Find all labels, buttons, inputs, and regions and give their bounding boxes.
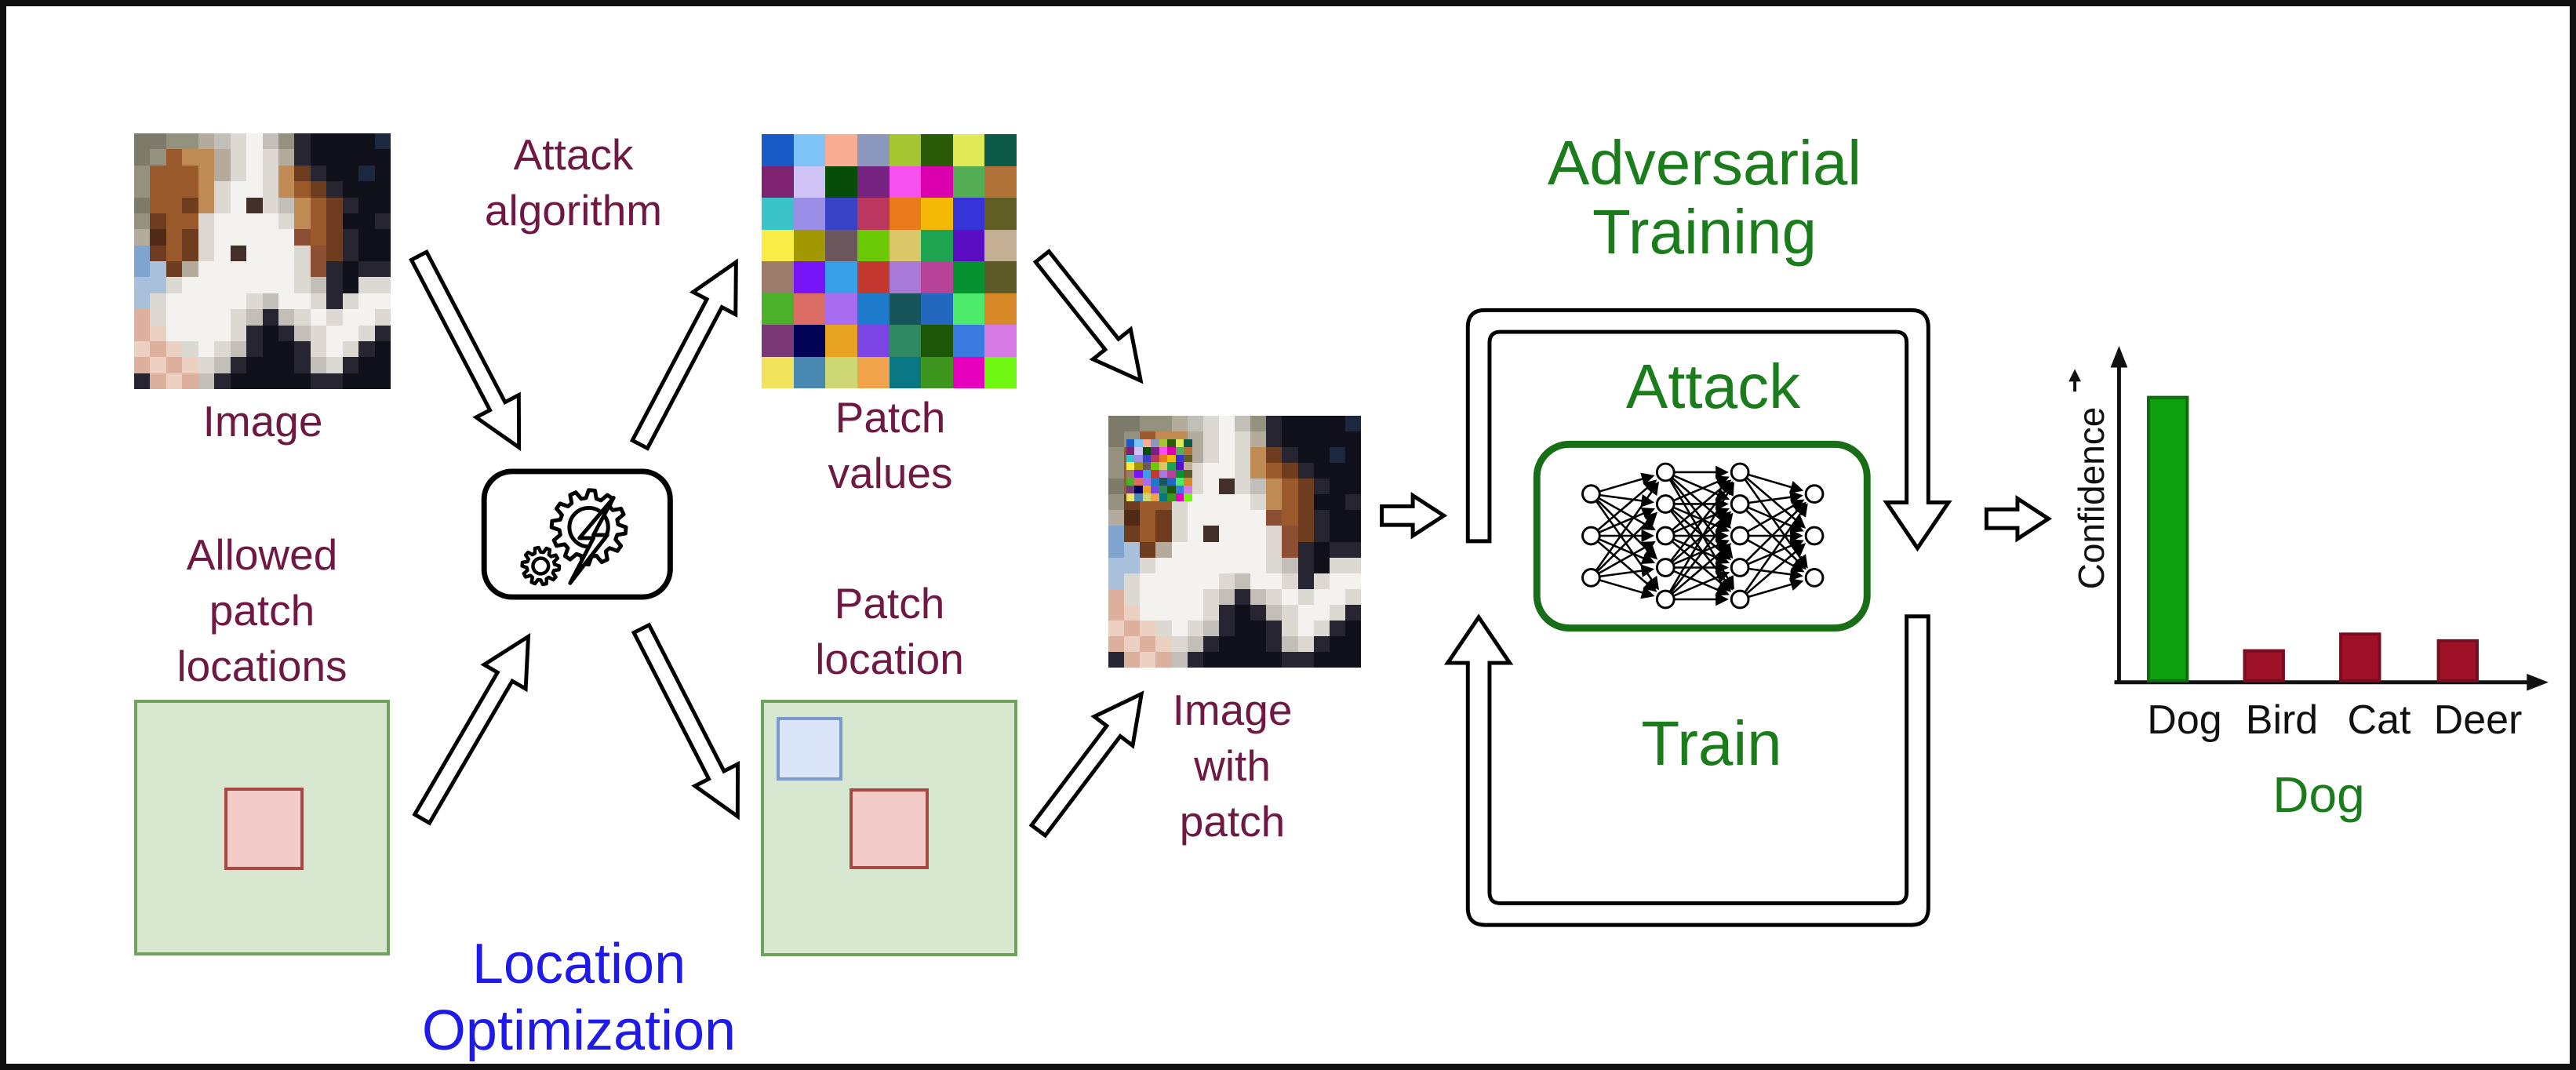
dog-image-with-patch bbox=[1108, 416, 1361, 668]
bar-dog bbox=[2147, 395, 2189, 682]
allowed-patch-locations-label: Allowed patch locations bbox=[176, 530, 347, 690]
confidence-axis-label: Confidence bbox=[2071, 406, 2112, 590]
image-label-text: Image bbox=[202, 397, 323, 446]
train-loop-arrow bbox=[1443, 613, 1930, 927]
nn-edge bbox=[1597, 540, 1657, 592]
adversarial-training-label: Adversarial Training bbox=[1547, 128, 1862, 267]
nn-edge bbox=[1746, 543, 1806, 595]
nn-edge bbox=[1670, 481, 1734, 561]
patch-location-label: Patch location bbox=[815, 579, 964, 683]
adversarial-patch-overlay bbox=[1126, 439, 1192, 501]
nn-edge bbox=[1673, 506, 1730, 533]
nn-edge bbox=[1672, 543, 1732, 595]
nn-node bbox=[1655, 462, 1675, 482]
nn-node bbox=[1804, 484, 1825, 504]
nn-node bbox=[1730, 526, 1750, 546]
nn-node bbox=[1581, 568, 1601, 588]
allowed-red-patch-square bbox=[224, 788, 304, 870]
candidate-patch-blue-square bbox=[777, 717, 842, 781]
nn-edge bbox=[1599, 472, 1655, 493]
nn-node bbox=[1730, 558, 1750, 577]
nn-node bbox=[1655, 494, 1675, 514]
image-with-patch-label: Image with patch bbox=[1172, 686, 1293, 846]
input-dog-image bbox=[134, 133, 391, 389]
nn-node bbox=[1655, 558, 1675, 577]
bar-cat bbox=[2339, 632, 2381, 682]
nn-node bbox=[1655, 526, 1675, 546]
nn-edge bbox=[1746, 477, 1806, 529]
nn-node bbox=[1730, 494, 1750, 514]
patch-values-label: Patch values bbox=[828, 393, 953, 497]
nn-edge bbox=[1747, 539, 1805, 573]
lightning-bolt-icon bbox=[568, 496, 616, 585]
attack-loop-arrow bbox=[1465, 308, 1952, 552]
nn-edge bbox=[1599, 564, 1655, 578]
nn-node bbox=[1804, 526, 1825, 546]
nn-edge bbox=[1673, 538, 1730, 565]
nn-edge bbox=[1599, 538, 1656, 565]
attack-loop-label: Attack bbox=[1625, 351, 1801, 421]
nn-edge bbox=[1673, 475, 1730, 500]
nn-edge bbox=[1748, 567, 1803, 581]
bar-deer bbox=[2436, 639, 2479, 682]
arrow-image-to-attack-algorithm bbox=[409, 249, 522, 452]
train-loop-label: Train bbox=[1641, 708, 1782, 778]
nn-edge bbox=[1673, 570, 1730, 596]
nn-edge bbox=[1670, 512, 1734, 593]
arrow-patch-location-to-image bbox=[1028, 690, 1144, 839]
nn-edge bbox=[1599, 579, 1655, 599]
nn-edge bbox=[1599, 493, 1655, 508]
nn-edge bbox=[1748, 578, 1804, 598]
nn-edge bbox=[1596, 511, 1658, 572]
confidence-arrowhead bbox=[2068, 369, 2081, 382]
nn-edge bbox=[1669, 482, 1734, 592]
arrow-algorithm-to-patch-values bbox=[629, 258, 738, 451]
x-tick-label-cat: Cat bbox=[2347, 697, 2411, 743]
nn-edge bbox=[1745, 509, 1806, 570]
nn-node bbox=[1581, 526, 1601, 546]
nn-node bbox=[1730, 462, 1750, 482]
nn-edge bbox=[1748, 506, 1804, 533]
small-gear-icon-hub bbox=[531, 556, 551, 576]
arrow-training-loop-to-output bbox=[1984, 494, 2053, 543]
nn-node bbox=[1581, 484, 1601, 504]
nn-edge bbox=[1748, 474, 1804, 493]
chosen-patch-red-square bbox=[850, 788, 929, 869]
bar-bird bbox=[2243, 649, 2285, 682]
arrow-algorithm-to-patch-location bbox=[631, 622, 740, 821]
y-axis-arrowhead bbox=[2110, 345, 2128, 368]
x-tick-label-deer: Deer bbox=[2433, 697, 2523, 743]
x-tick-label-dog: Dog bbox=[2147, 697, 2222, 743]
nn-edge bbox=[1597, 479, 1657, 531]
x-axis-arrowhead bbox=[2527, 673, 2549, 691]
nn-node bbox=[1655, 589, 1675, 610]
arrow-image-to-training-loop bbox=[1380, 492, 1448, 540]
adversarial-patch-grid bbox=[762, 134, 1017, 388]
arrow-patch-values-to-image bbox=[1032, 249, 1144, 384]
nn-edge bbox=[1595, 481, 1660, 571]
arrow-allowed-locations-to-algorithm bbox=[412, 632, 531, 826]
nn-edge bbox=[1599, 540, 1656, 574]
nn-edge bbox=[1748, 490, 1803, 504]
nn-node bbox=[1730, 589, 1750, 610]
image-label: Image bbox=[203, 394, 323, 449]
nn-edge bbox=[1744, 503, 1808, 593]
nn-node bbox=[1804, 568, 1825, 588]
nn-edge bbox=[1673, 571, 1730, 597]
location-optimization-label: Location Optimization bbox=[421, 933, 737, 1062]
x-tick-label-bird: Bird bbox=[2245, 697, 2319, 743]
diagram-shapes-layer bbox=[409, 249, 2549, 927]
prediction-label: Dog bbox=[2272, 766, 2365, 823]
attack-algorithm-label: Attack algorithm bbox=[484, 130, 663, 235]
